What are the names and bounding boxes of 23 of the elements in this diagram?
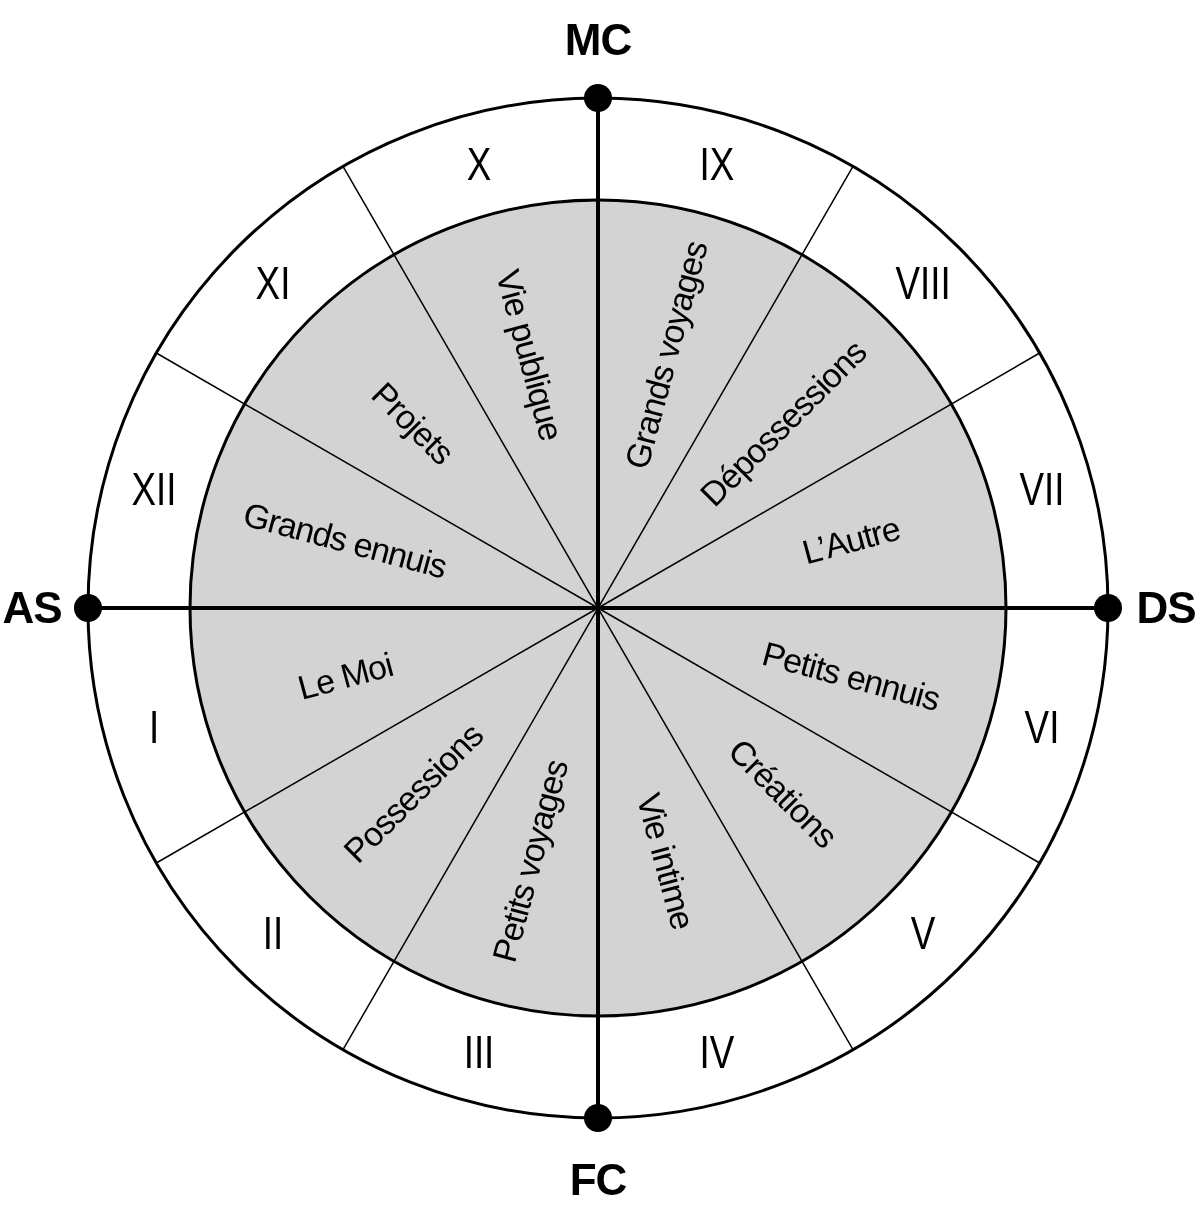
- house-number: V: [911, 910, 936, 957]
- axis-label: AS: [2, 586, 62, 630]
- house-name: Vie intime: [631, 789, 701, 933]
- house-name: L’Autre: [798, 510, 904, 570]
- house-name: Grands ennuis: [240, 496, 450, 584]
- house-name: Petits ennuis: [758, 635, 944, 716]
- axis-label: FC: [569, 1158, 627, 1202]
- house-number: IV: [699, 1029, 735, 1076]
- house-number: II: [262, 910, 283, 957]
- house-number: VIII: [895, 259, 951, 306]
- house-number: VI: [1024, 704, 1060, 751]
- house-name: Petits voyages: [486, 756, 574, 966]
- house-number: III: [463, 1029, 495, 1076]
- house-name: Le Moi: [294, 646, 396, 705]
- house-number: XII: [131, 465, 177, 512]
- house-number: XI: [255, 259, 291, 306]
- house-number: X: [466, 140, 492, 187]
- axis-label: DS: [1136, 586, 1196, 630]
- house-name: Vie publique: [491, 266, 570, 444]
- house-number: IX: [699, 140, 735, 187]
- axis-label: MC: [564, 18, 632, 62]
- house-number: I: [148, 704, 159, 751]
- house-number: VII: [1019, 465, 1065, 512]
